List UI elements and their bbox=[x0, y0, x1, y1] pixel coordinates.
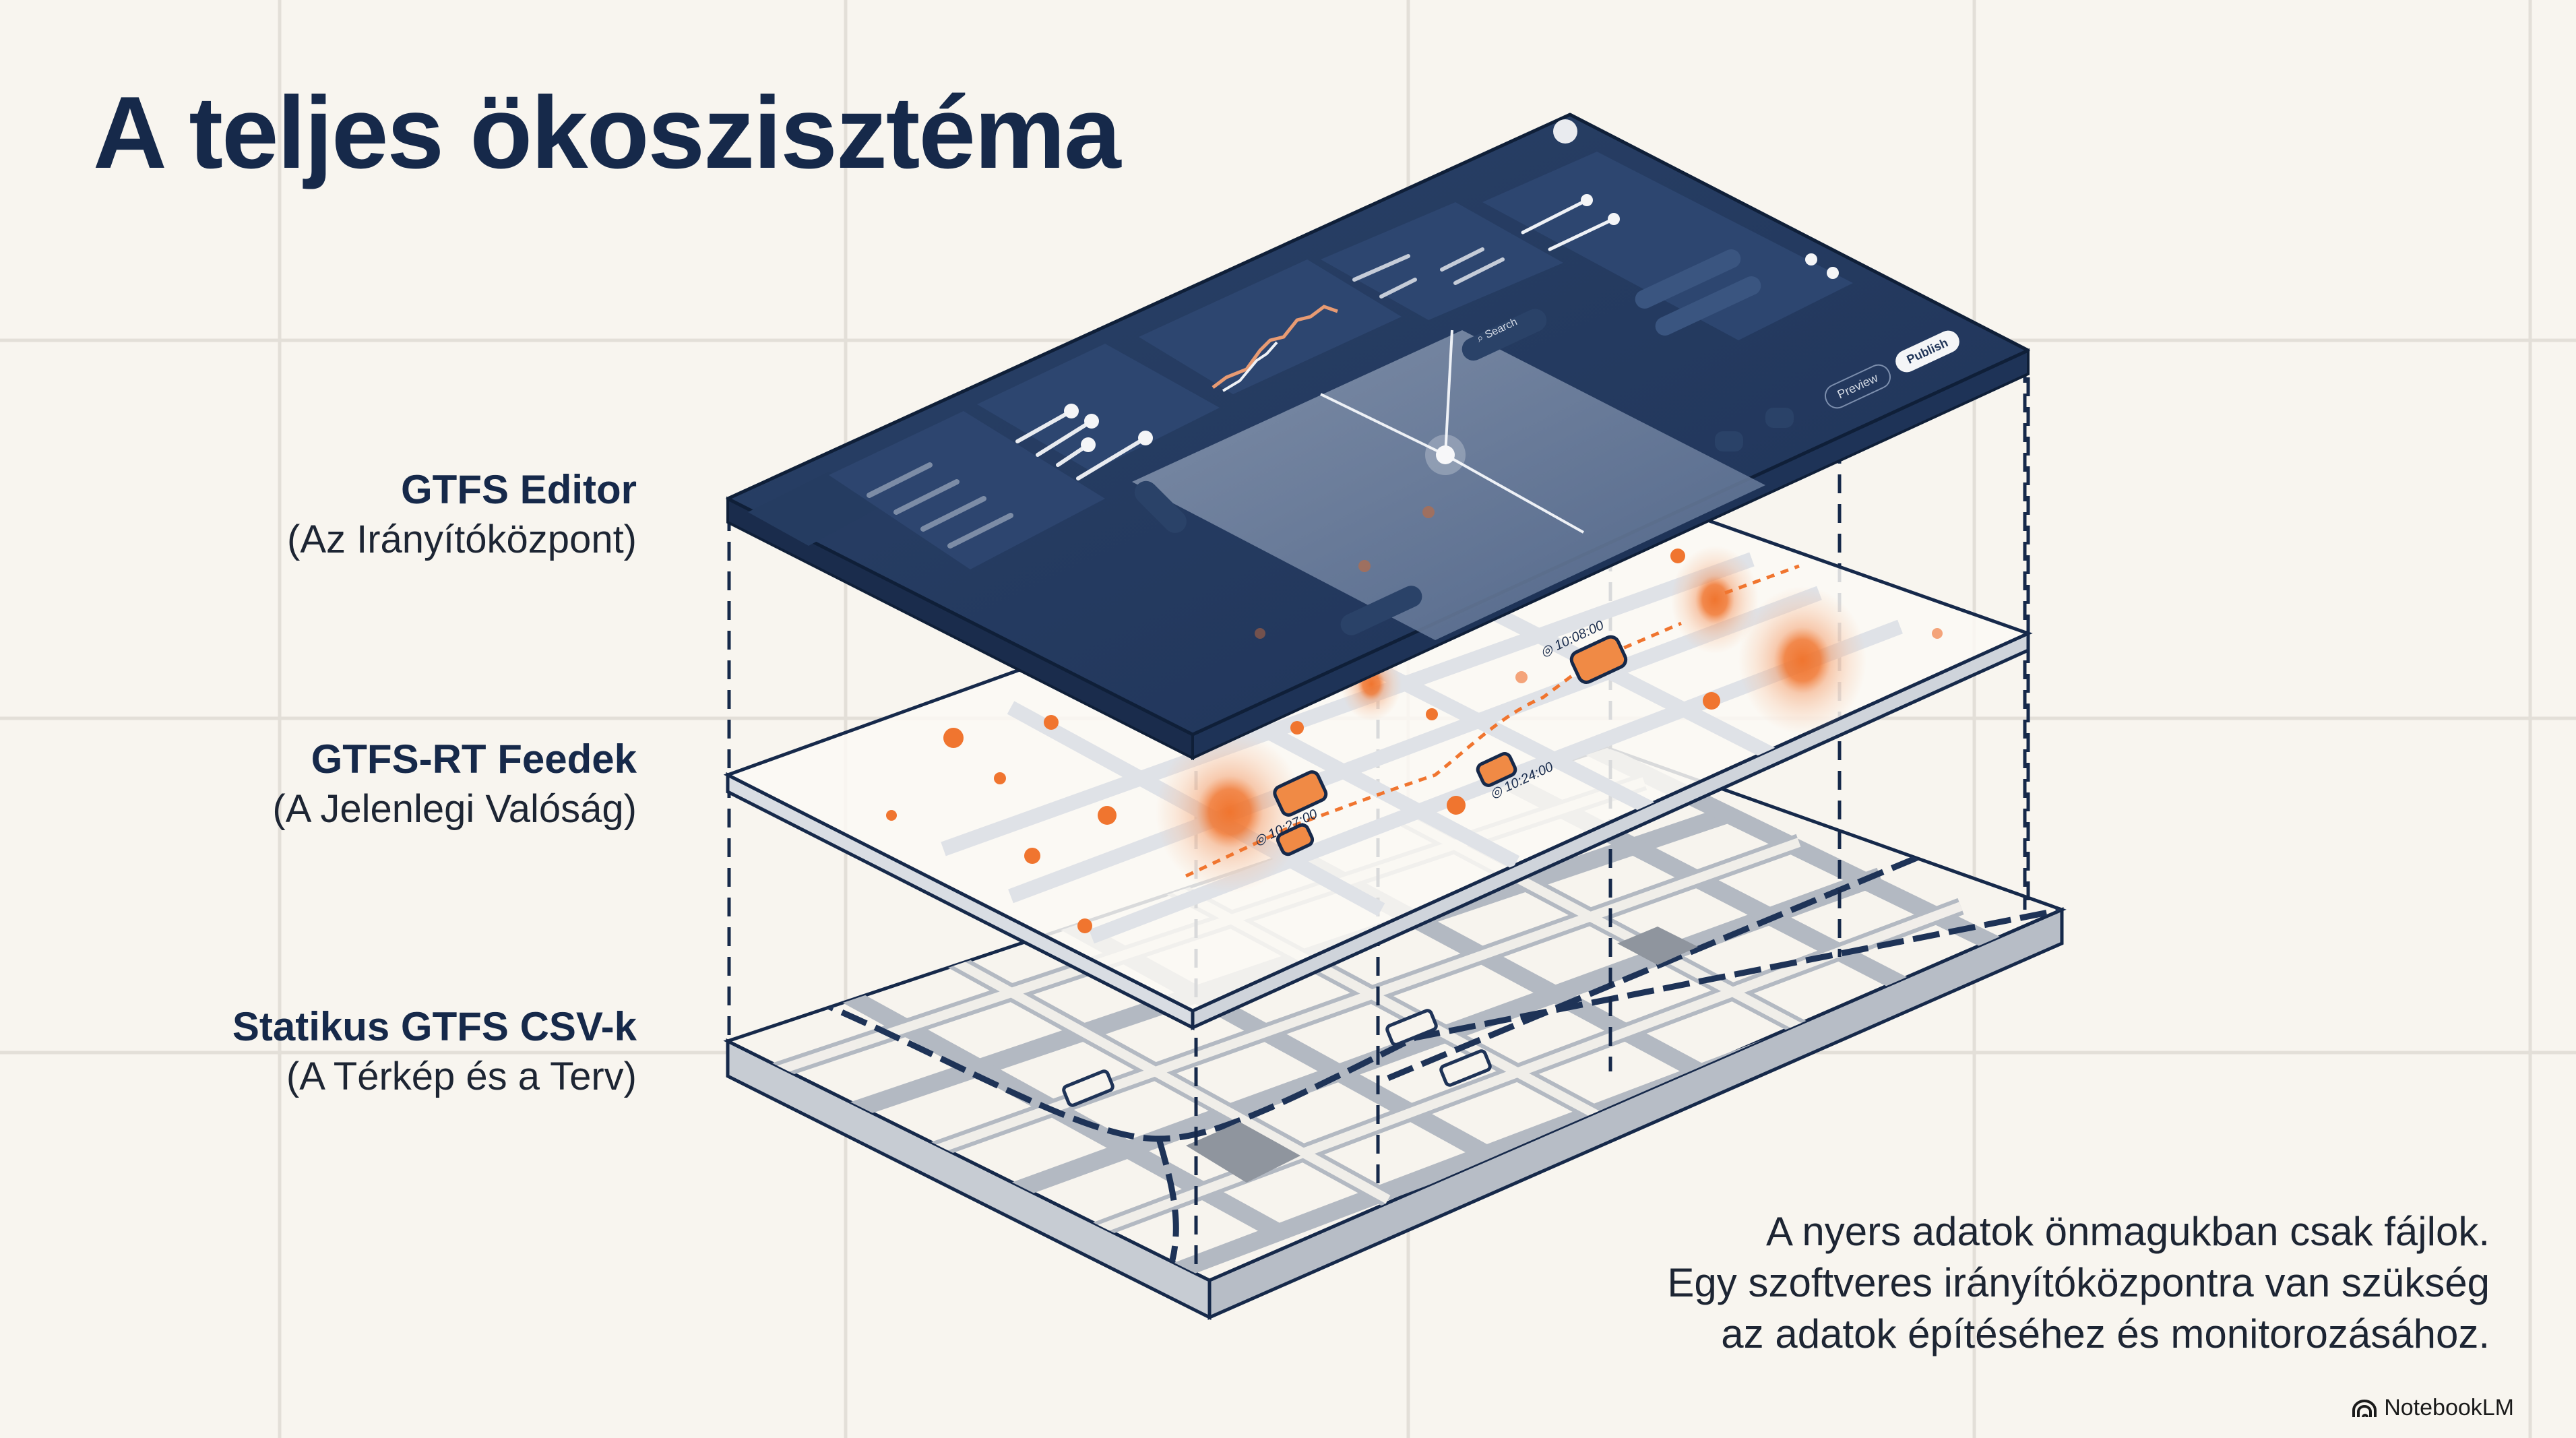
layer-name: GTFS Editor bbox=[401, 467, 637, 512]
avatar bbox=[1553, 119, 1577, 144]
notebooklm-brand: NotebookLM bbox=[2352, 1395, 2514, 1421]
static-map-layer bbox=[723, 746, 2067, 1321]
notebooklm-logo-icon bbox=[2352, 1399, 2377, 1417]
layer-label-realtime: GTFS-RT Feedek (A Jelenlegi Valóság) bbox=[272, 734, 637, 834]
caption-line: Egy szoftveres irányítóközpontra van szü… bbox=[1667, 1260, 2490, 1305]
caption-line: az adatok építéséhez és monitorozásához. bbox=[1721, 1311, 2490, 1356]
brand-label: NotebookLM bbox=[2384, 1395, 2514, 1420]
layer-label-static: Statikus GTFS CSV-k (A Térkép és a Terv) bbox=[232, 1002, 637, 1102]
caption-paragraph: A nyers adatok önmagukban csak fájlok. E… bbox=[1667, 1206, 2490, 1360]
layer-name: GTFS-RT Feedek bbox=[311, 737, 637, 782]
layer-subtitle: (A Jelenlegi Valóság) bbox=[272, 787, 637, 831]
layer-subtitle: (A Térkép és a Terv) bbox=[286, 1055, 637, 1098]
vehicle-pulse-markers bbox=[886, 546, 1943, 933]
layer-subtitle: (Az Irányítóközpont) bbox=[287, 518, 637, 561]
layer-label-editor: GTFS Editor (Az Irányítóközpont) bbox=[287, 465, 637, 565]
layer-name: Statikus GTFS CSV-k bbox=[232, 1004, 637, 1049]
editor-dashboard-layer bbox=[726, 113, 2030, 761]
caption-line: A nyers adatok önmagukban csak fájlok. bbox=[1766, 1209, 2490, 1254]
realtime-layer: ◎ 10:08:00 ◎ 10:24:00 ◎ 10:27:00 bbox=[723, 470, 2033, 1031]
vehicle-icons bbox=[1273, 635, 1628, 856]
page-title: A teljes ökoszisztéma bbox=[93, 75, 1121, 190]
